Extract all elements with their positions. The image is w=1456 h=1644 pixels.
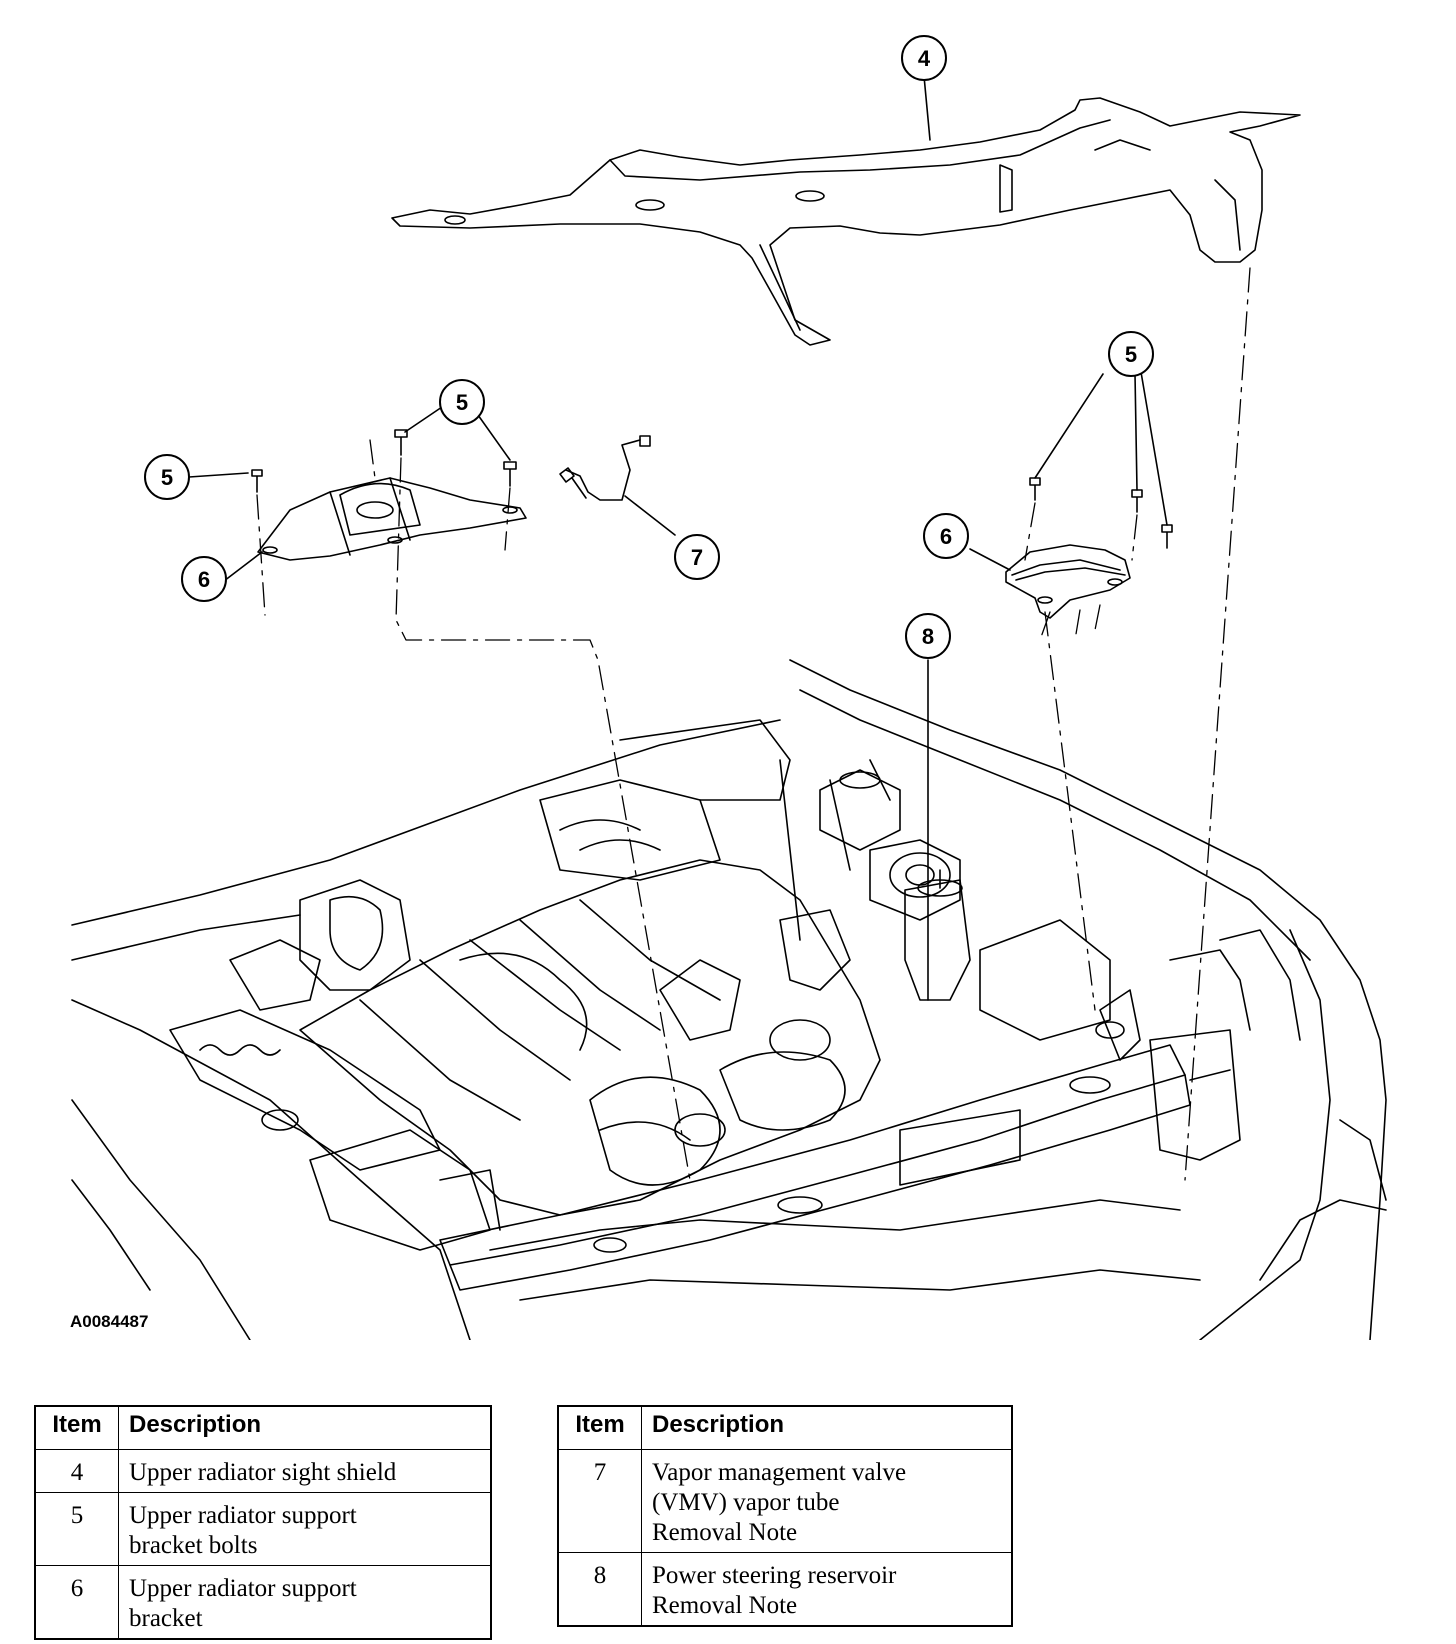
sight-shield-part: [391, 97, 1301, 346]
radiator-support: [439, 1029, 1241, 1291]
callout-label: 6: [198, 567, 210, 592]
callout-4: 4: [901, 35, 947, 81]
callout-8: 8: [905, 613, 951, 659]
callout-label: 8: [922, 624, 934, 649]
table-row: 4 Upper radiator sight shield: [34, 1449, 492, 1493]
callout-label: 7: [691, 545, 703, 570]
alignment-lines: [256, 267, 1251, 1181]
legend-table-left: Item Description 4 Upper radiator sight …: [34, 1405, 492, 1640]
support-bracket-right: [1005, 544, 1131, 619]
vehicle-body: [71, 659, 1387, 1340]
vmv-vapor-tube: [559, 435, 651, 501]
column-header-item: Item: [34, 1405, 119, 1450]
bracket-bolts-right: [1029, 477, 1173, 549]
callout-6-right: 6: [923, 513, 969, 559]
callout-7: 7: [674, 534, 720, 580]
column-header-description: Description: [641, 1405, 1013, 1450]
support-bracket-left: [257, 477, 527, 561]
item-number: 4: [34, 1449, 119, 1493]
callout-label: 6: [940, 524, 952, 549]
column-header-item: Item: [557, 1405, 642, 1450]
item-number: 7: [557, 1449, 642, 1553]
engine-assembly: [169, 719, 1301, 1251]
callout-label: 5: [161, 465, 173, 490]
figure-id: A0084487: [70, 1312, 149, 1331]
callout-5-right: 5: [1108, 331, 1154, 377]
item-description: Upper radiator sight shield: [118, 1449, 492, 1493]
callout-5-left: 5: [144, 454, 190, 500]
item-number: 8: [557, 1552, 642, 1627]
item-number: 5: [34, 1492, 119, 1566]
column-header-description: Description: [118, 1405, 492, 1450]
legend-table-right: Item Description 7 Vapor management valv…: [557, 1405, 1013, 1627]
callout-label: 5: [1125, 342, 1137, 367]
engine-compartment-diagram: 4 5 5 5 6 7 5 6 8: [71, 35, 1387, 1340]
callout-5-top-left: 5: [439, 379, 485, 425]
callouts: 4 5 5 5 6 7 5 6 8: [144, 35, 1154, 659]
table-row: 7 Vapor management valve(VMV) vapor tube…: [557, 1449, 1013, 1553]
bracket-bolts-left: [251, 429, 517, 493]
callout-label: 4: [918, 46, 931, 71]
leader-lines: [188, 75, 1168, 1001]
callout-6-left: 6: [181, 556, 227, 602]
callout-label: 5: [456, 390, 468, 415]
item-number: 6: [34, 1565, 119, 1640]
